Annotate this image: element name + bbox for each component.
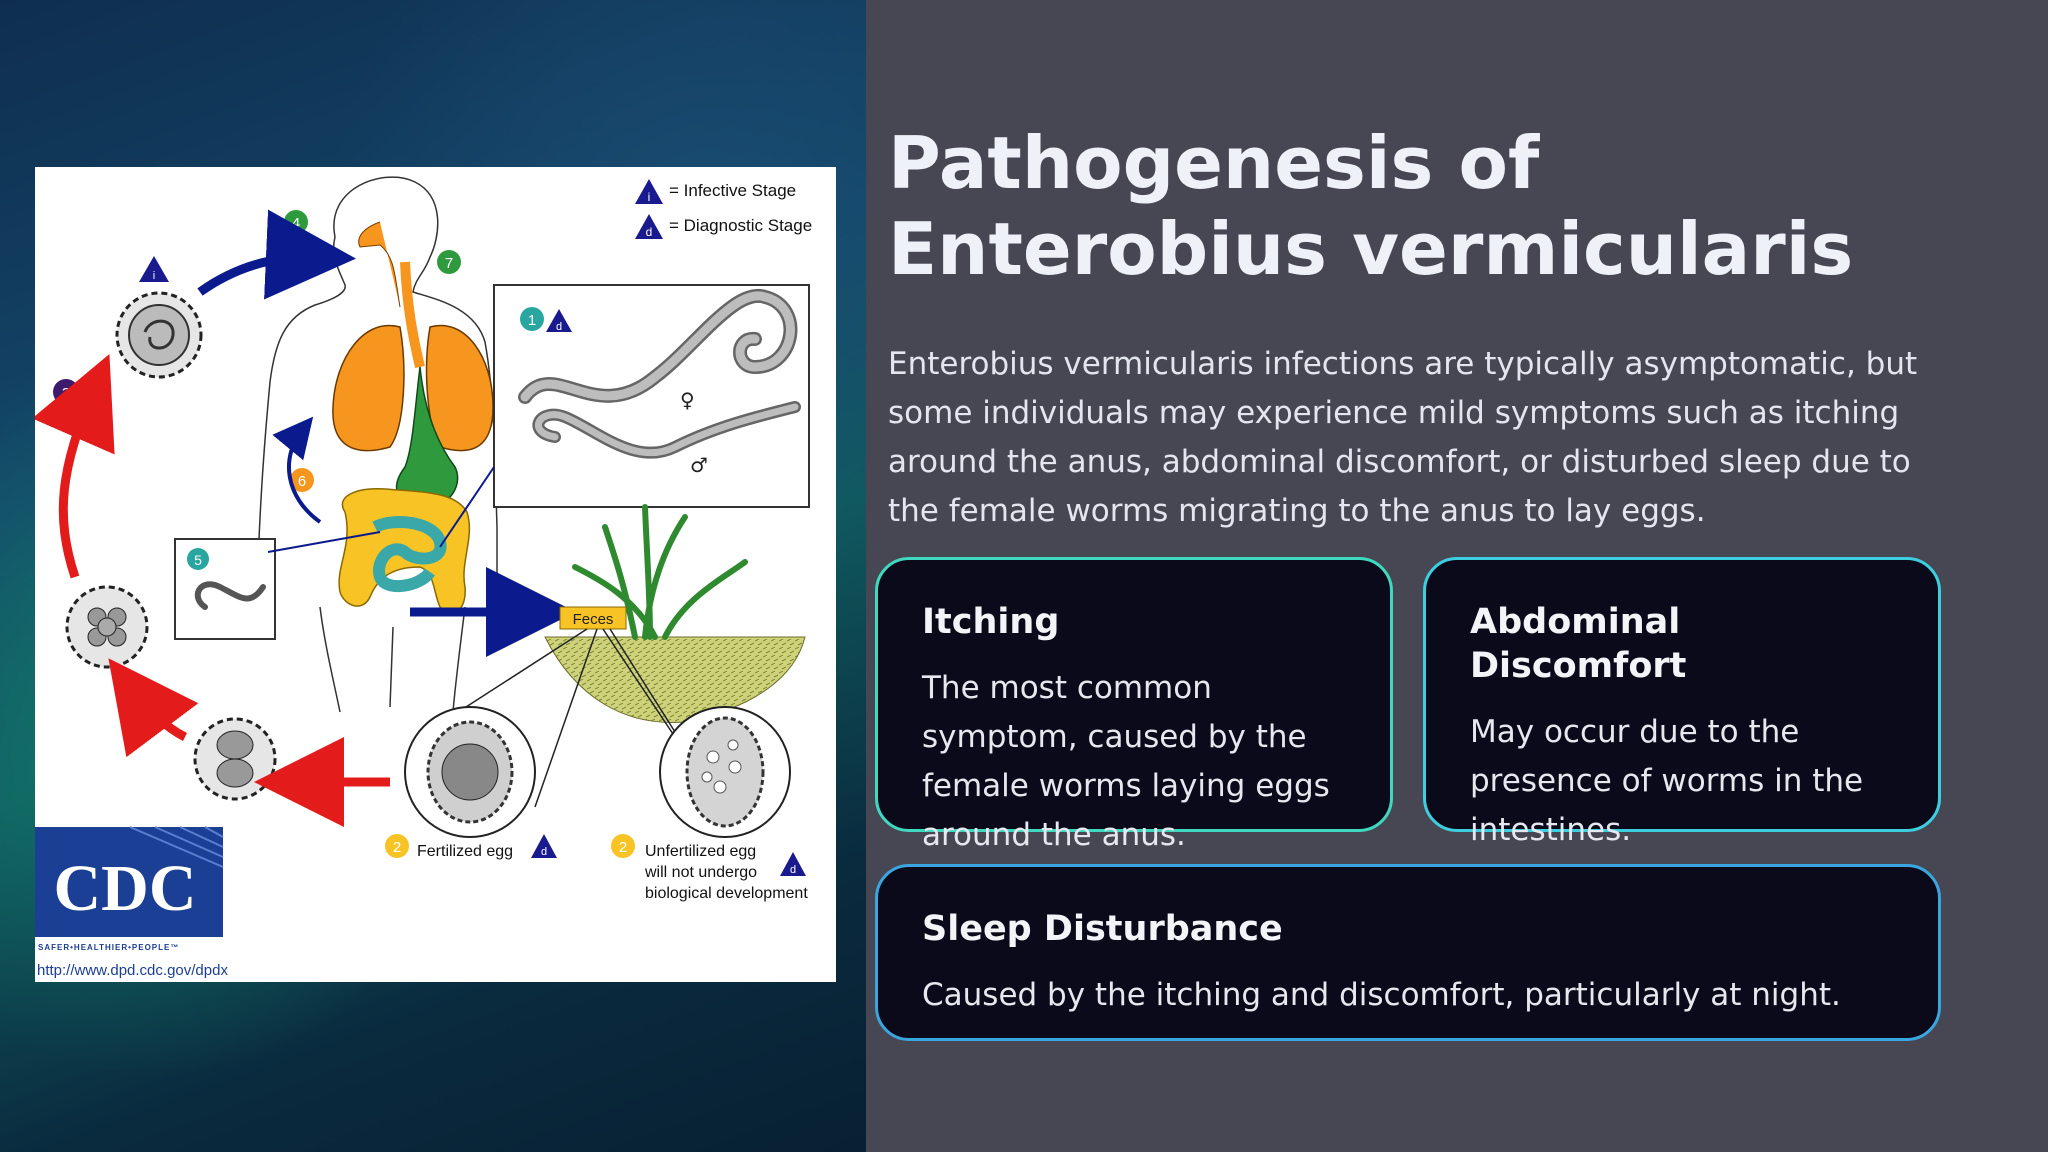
- left-lung: [332, 324, 405, 452]
- larva-inset: 5: [174, 538, 276, 640]
- card-body: The most common symptom, caused by the f…: [922, 670, 1330, 853]
- page-title: Pathogenesis of Enterobius vermicularis: [888, 121, 1854, 291]
- legend-d-letter: d: [646, 225, 653, 239]
- infective-triangle-icon: [635, 179, 663, 204]
- female-symbol: ♀: [680, 388, 695, 412]
- legend-diagnostic-label: = Diagnostic Stage: [669, 216, 812, 235]
- step-5-number: 5: [194, 552, 202, 568]
- cdc-logo: CDC SAFER•HEALTHIER•PEOPLE™: [35, 826, 224, 953]
- unfertilized-d: d: [790, 864, 796, 876]
- intro-paragraph: Enterobius vermicularis infections are t…: [888, 346, 1918, 529]
- diagnostic-triangle-icon: [635, 214, 663, 239]
- male-symbol: ♂: [690, 453, 708, 477]
- egg-morula: [65, 585, 149, 669]
- card-title: Sleep Disturbance: [922, 909, 1283, 949]
- card-sleep-disturbance: Sleep Disturbance Caused by the itching …: [875, 864, 1941, 1041]
- fertilized-diagnostic-icon: [531, 834, 557, 858]
- step-3-number: 3: [62, 385, 70, 402]
- step-1-badge: [520, 307, 544, 331]
- unfertilized-label-1: Unfertilized egg: [645, 843, 756, 860]
- fertilized-d: d: [541, 846, 547, 858]
- step-2a-badge: [385, 834, 409, 858]
- cdc-url: http://www.dpd.cdc.gov/dpdx: [37, 962, 228, 979]
- step-2b-badge: [611, 834, 635, 858]
- step-1-number: 1: [528, 312, 536, 329]
- unfertilized-label-2: will not undergo: [644, 864, 757, 881]
- step-4-number: 4: [292, 215, 300, 232]
- esophagus: [400, 261, 425, 369]
- legend-infective-label: = Infective Stage: [669, 181, 796, 200]
- legend: i = Infective Stage d = Diagnostic Stage: [635, 179, 812, 239]
- card-abdominal-discomfort: Abdominal Discomfort May occur due to th…: [1423, 557, 1941, 848]
- legend-i-letter: i: [648, 190, 651, 204]
- soil-and-plant: Feces: [434, 504, 806, 828]
- card-title: Itching: [922, 602, 1060, 642]
- unfertilized-label-3: biological development: [645, 885, 808, 902]
- unfertilized-egg: [659, 706, 791, 838]
- step-2b-number: 2: [619, 839, 627, 856]
- inset-pointer-line: [439, 466, 495, 548]
- nasal-passage: [358, 221, 401, 308]
- step-7-number: 7: [445, 255, 453, 272]
- unfertilized-diagnostic-icon: [780, 852, 806, 876]
- cdc-logo-text: CDC: [54, 852, 197, 925]
- egg-two-cell: [193, 717, 277, 801]
- card-itching: Itching The most common symptom, caused …: [875, 557, 1393, 853]
- step-6-number: 6: [298, 473, 306, 490]
- life-cycle-diagram: i = Infective Stage d = Diagnostic Stage: [35, 167, 836, 982]
- red-arrow-2: [108, 658, 199, 758]
- step-1-diagnostic-icon: [546, 309, 572, 332]
- card-body: Caused by the itching and discomfort, pa…: [922, 977, 1841, 1013]
- fertilized-egg-label: Fertilized egg: [417, 843, 513, 860]
- infective-stage-icon: [139, 256, 169, 282]
- step-7-badge: [437, 250, 461, 274]
- feces-label: Feces: [573, 611, 614, 628]
- ingestion-arrow: [197, 209, 356, 300]
- adult-worm-inset: ♀ ♂ 1 d: [493, 284, 810, 508]
- step-6-badge: [290, 468, 314, 492]
- small-intestine: [372, 516, 447, 593]
- card-body: May occur due to the presence of worms i…: [1470, 714, 1864, 848]
- step-2a-number: 2: [393, 839, 401, 856]
- cdc-tagline: SAFER•HEALTHIER•PEOPLE™: [38, 943, 179, 952]
- red-arrow-3: [35, 354, 115, 579]
- step-1-d: d: [556, 321, 562, 333]
- step-6-arrow: [272, 416, 322, 524]
- card-title: Abdominal Discomfort: [1470, 602, 1687, 686]
- step-5-badge: [187, 548, 209, 570]
- fertilized-egg: [404, 706, 536, 838]
- egg-infective: [115, 291, 203, 379]
- image-panel: i = Infective Stage d = Diagnostic Stage: [0, 0, 866, 1152]
- infective-stage-i: i: [153, 270, 155, 282]
- larva-pointer-line: [267, 531, 381, 553]
- right-lung: [425, 324, 494, 452]
